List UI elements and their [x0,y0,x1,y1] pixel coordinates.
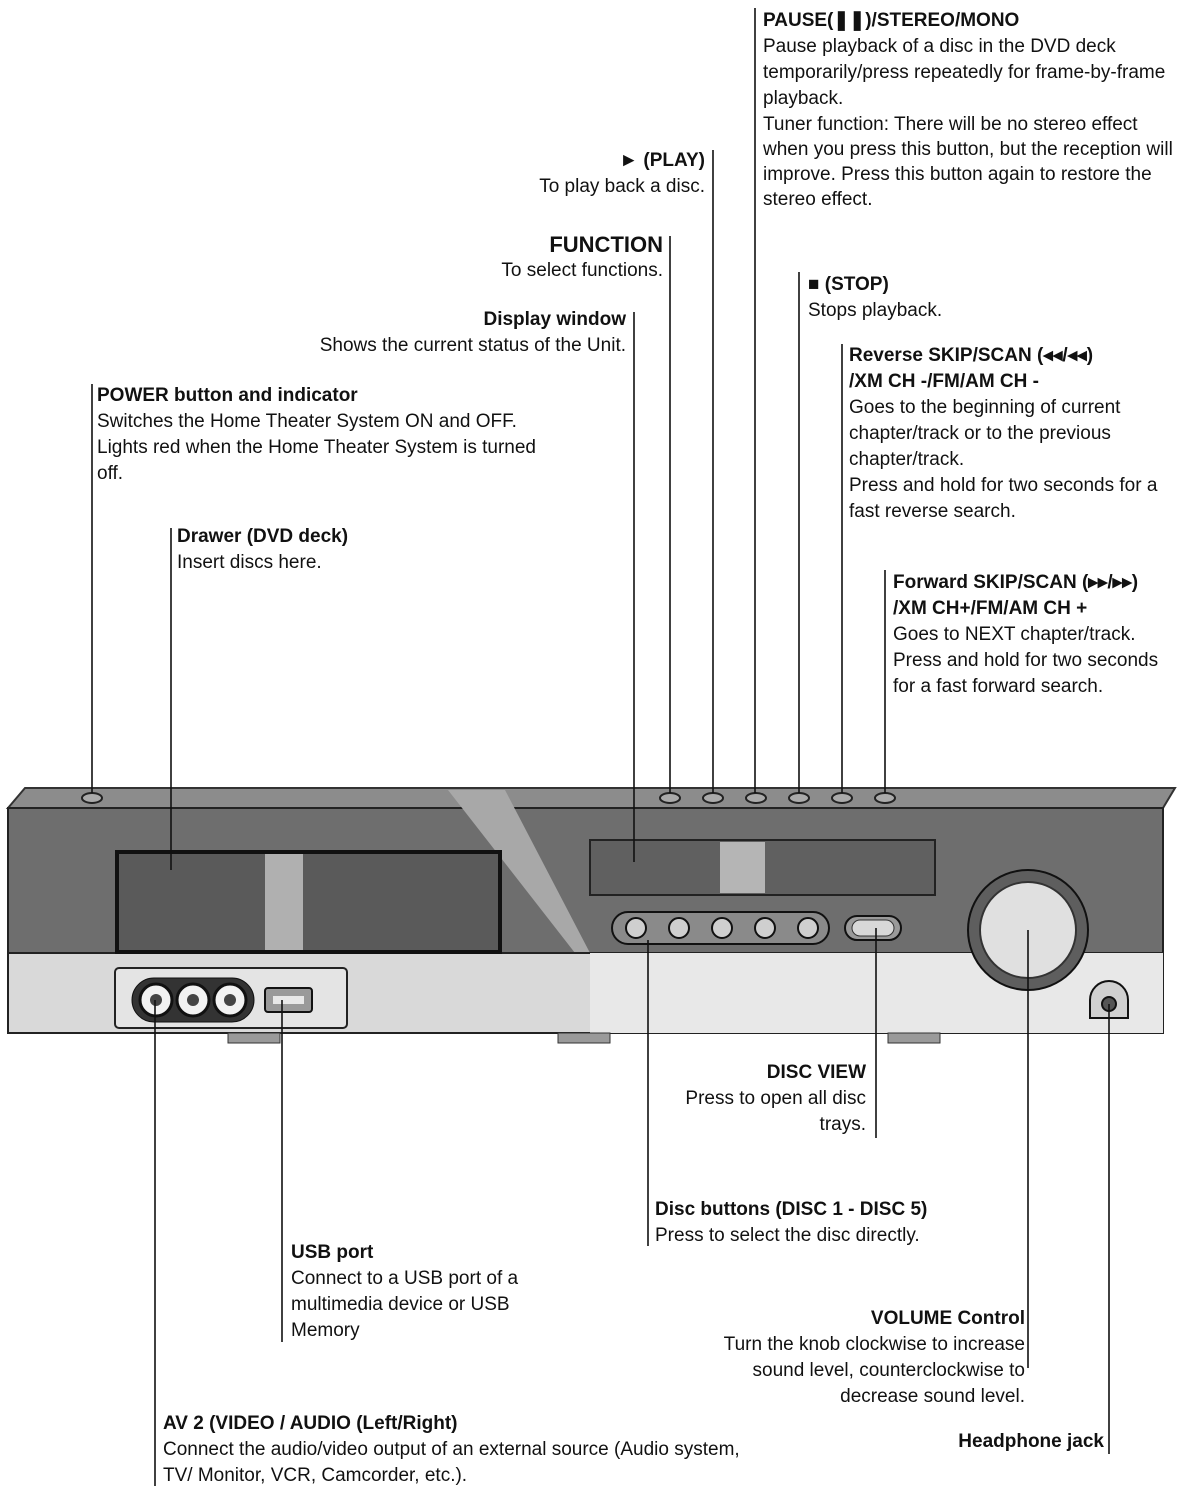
stop-desc: Stops playback. [808,300,943,321]
usb-title: USB port [291,1242,374,1263]
foot [227,1032,281,1044]
headphone-annotation: Headphone jack [900,1429,1104,1455]
usb-desc: Connect to a USB port of a multimedia de… [291,1268,519,1341]
light-band [448,790,590,953]
function-desc: To select functions. [501,260,663,281]
function-title: FUNCTION [549,232,663,257]
power-annotation: POWER button and indicator Switches the … [97,383,547,487]
disc-2-button[interactable] [668,917,690,939]
play-button[interactable] [702,792,724,804]
disc-1-button[interactable] [625,917,647,939]
reverse-subtitle: /XM CH -/FM/AM CH - [849,371,1039,392]
leader-lines [91,8,1110,1486]
reverse-annotation: Reverse SKIP/SCAN (◂◂/◂◂) /XM CH -/FM/AM… [849,343,1187,525]
stop-annotation: ■ (STOP) Stops playback. [808,272,1108,324]
reverse-desc: Goes to the beginning of current chapter… [849,397,1121,470]
power-desc: Switches the Home Theater System ON and … [97,411,517,432]
disc-3-button[interactable] [711,917,733,939]
stop-title: ■ (STOP) [808,274,889,295]
pause-desc: Pause playback of a disc in the DVD deck… [763,36,1166,109]
audio-left-jack-center [187,994,199,1006]
discview-desc: Press to open all disc trays. [685,1088,866,1135]
discview-title: DISC VIEW [766,1062,866,1083]
stop-button[interactable] [788,792,810,804]
forward-desc: Goes to NEXT chapter/track. Press and ho… [893,624,1159,697]
disc-5-button[interactable] [797,917,819,939]
drawer-desc: Insert discs here. [177,552,322,573]
discbuttons-title: Disc buttons (DISC 1 - DISC 5) [655,1199,928,1220]
reverse-hold-desc: Press and hold for two seconds for a fas… [849,475,1158,522]
discbuttons-desc: Press to select the disc directly. [655,1225,920,1246]
display-annotation: Display window Shows the current status … [230,307,626,359]
display-title: Display window [483,309,626,330]
drawer-title: Drawer (DVD deck) [177,526,349,547]
pause-tuner-desc: Tuner function: There will be no stereo … [763,114,1173,210]
reverse-title: Reverse SKIP/SCAN (◂◂/◂◂) [849,345,1094,366]
display-desc: Shows the current status of the Unit. [319,335,626,356]
foot [887,1032,941,1044]
function-annotation: FUNCTION To select functions. [400,232,663,284]
volume-annotation: VOLUME Control Turn the knob clockwise t… [676,1306,1025,1410]
drawer-highlight [265,854,303,950]
power-button[interactable] [81,792,103,804]
forward-annotation: Forward SKIP/SCAN (▸▸/▸▸) /XM CH+/FM/AM … [893,570,1189,700]
pause-annotation: PAUSE(❚❚)/STEREO/MONO Pause playback of … [763,8,1183,212]
disc-view-button-inner [851,919,895,937]
av2-title: AV 2 (VIDEO / AUDIO (Left/Right) [163,1413,458,1434]
play-desc: To play back a disc. [539,176,705,197]
top-panel [5,787,1177,809]
volume-desc: Turn the knob clockwise to increase soun… [723,1334,1025,1407]
pause-title: PAUSE(❚❚)/STEREO/MONO [763,10,1020,31]
power-indicator-desc: Lights red when the Home Theater System … [97,437,536,484]
headphone-title: Headphone jack [958,1431,1104,1452]
function-button[interactable] [659,792,681,804]
disc-4-button[interactable] [754,917,776,939]
forward-skip-button[interactable] [874,792,896,804]
volume-title: VOLUME Control [870,1308,1025,1329]
play-annotation: ► (PLAY) To play back a disc. [440,148,705,200]
foot [557,1032,611,1044]
display-highlight [720,842,765,893]
usb-port-slot [273,996,304,1004]
power-title: POWER button and indicator [97,385,358,406]
discview-annotation: DISC VIEW Press to open all disc trays. [650,1060,866,1138]
pause-button[interactable] [745,792,767,804]
usb-annotation: USB port Connect to a USB port of a mult… [291,1240,561,1344]
video-jack-center [150,994,162,1006]
av2-desc: Connect the audio/video output of an ext… [163,1439,740,1486]
forward-subtitle: /XM CH+/FM/AM CH + [893,598,1088,619]
drawer-annotation: Drawer (DVD deck) Insert discs here. [177,524,477,576]
av2-annotation: AV 2 (VIDEO / AUDIO (Left/Right) Connect… [163,1411,753,1489]
play-title: ► (PLAY) [619,150,705,171]
dvd-drawer[interactable] [115,850,502,954]
discbuttons-annotation: Disc buttons (DISC 1 - DISC 5) Press to … [655,1197,1015,1249]
audio-right-jack-center [224,994,236,1006]
reverse-skip-button[interactable] [831,792,853,804]
forward-title: Forward SKIP/SCAN (▸▸/▸▸) [893,572,1139,593]
